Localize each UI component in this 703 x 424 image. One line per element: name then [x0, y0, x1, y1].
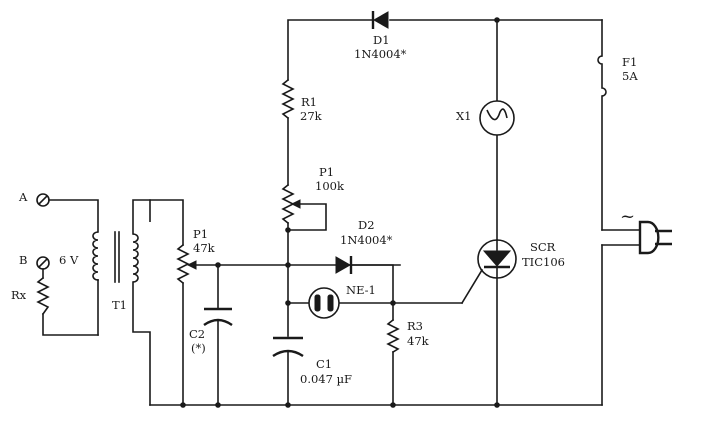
rx-resistor	[36, 276, 50, 316]
label-rx: Rx	[11, 288, 27, 302]
diode-d1	[371, 11, 389, 29]
label-p1-100k-name: P1	[319, 165, 334, 179]
component-labels: A B 6 V Rx T1 P1 47k C2 (*) D1 1N4004* R…	[11, 33, 638, 386]
label-f1-name: F1	[622, 55, 637, 69]
label-scr-part: TIC106	[522, 255, 565, 269]
label-r3-value: 47k	[407, 334, 430, 348]
capacitor-c1	[272, 336, 304, 406]
secondary-wiring	[132, 199, 184, 406]
junction-dots	[180, 17, 500, 408]
scr-tic106	[460, 239, 517, 406]
potentiometer-p1-100k	[281, 183, 327, 337]
diode-d2	[335, 256, 394, 304]
lamp-x1	[479, 19, 515, 241]
label-c1-name: C1	[316, 357, 332, 371]
transformer-t1	[92, 231, 139, 283]
label-f1-value: 5A	[622, 69, 638, 83]
label-p1-47k-value: 47k	[193, 241, 216, 255]
label-r3-name: R3	[407, 319, 423, 333]
resistor-r3	[386, 302, 400, 406]
label-r1-name: R1	[301, 95, 317, 109]
label-6v: 6 V	[59, 253, 79, 267]
label-t1: T1	[112, 298, 127, 312]
label-p1-47k-name: P1	[193, 227, 208, 241]
resistor-r1	[281, 78, 295, 186]
label-d1-name: D1	[373, 33, 390, 47]
label-d2-name: D2	[358, 218, 375, 232]
label-ac-symbol: ~	[620, 206, 635, 227]
label-p1-100k-value: 100k	[315, 179, 345, 193]
label-d2-part: 1N4004*	[340, 233, 393, 247]
label-c2-name: C2	[189, 327, 205, 341]
top-rail	[287, 19, 603, 81]
label-ne1: NE-1	[346, 283, 376, 297]
label-d1-part: 1N4004*	[354, 47, 407, 61]
primary-wiring	[42, 199, 99, 336]
input-terminals	[36, 193, 50, 270]
label-scr-name: SCR	[530, 240, 556, 254]
label-r1-value: 27k	[300, 109, 323, 123]
label-b: B	[19, 253, 27, 267]
label-a: A	[18, 190, 28, 204]
label-c1-value: 0.047 µF	[300, 372, 352, 386]
neon-lamp-ne1	[287, 287, 463, 319]
label-x1: X1	[456, 109, 472, 123]
label-c2-note: (*)	[191, 341, 206, 355]
capacitor-c2	[203, 264, 233, 406]
ac-plug	[601, 220, 672, 255]
fuse-f1	[597, 19, 607, 406]
